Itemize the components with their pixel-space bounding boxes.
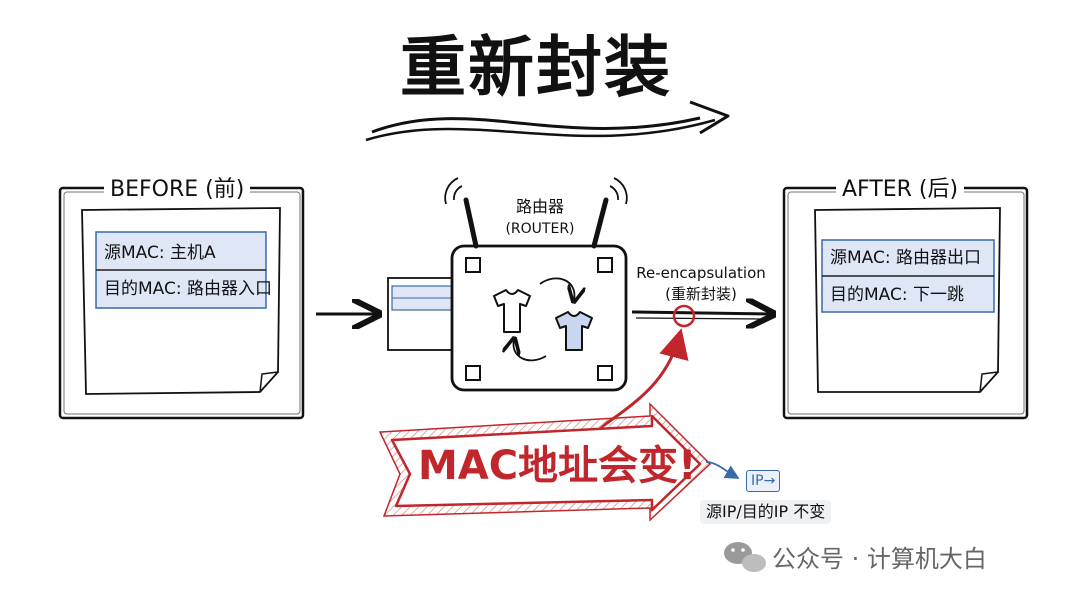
output-arrow — [631, 312, 770, 319]
swap-arrow-bottom-icon — [513, 340, 547, 362]
wechat-icon — [724, 542, 766, 572]
router-box — [450, 197, 628, 392]
ip-unchanged-note: 源IP/目的IP 不变 — [700, 500, 832, 524]
mac-change-banner — [378, 402, 712, 522]
ip-tag: IP→ — [746, 470, 781, 492]
title-swoosh-arrow — [365, 100, 730, 142]
ip-pointer-arrow — [705, 461, 740, 479]
reencapsulation-label-cn: (重新封装) — [665, 285, 737, 303]
mac-change-text: MAC地址会变! — [418, 443, 697, 489]
watermark-text: 公众号 · 计算机大白 — [772, 545, 987, 573]
highlight-circle — [672, 304, 696, 328]
after-field-dst-mac: 目的MAC: 下一跳 — [830, 285, 964, 305]
after-heading: AFTER (后) — [836, 176, 965, 204]
before-field-dst-mac: 目的MAC: 路由器入口 — [104, 279, 272, 299]
before-heading: BEFORE (前) — [104, 176, 251, 204]
page-title: 重新封装 — [400, 29, 672, 106]
router-label-cn: 路由器 — [515, 197, 564, 216]
tshirt-white-icon — [493, 289, 531, 333]
after-frame — [782, 186, 1029, 420]
swap-arrow-top-icon — [539, 277, 574, 300]
wifi-signal-icon — [444, 177, 628, 205]
tshirt-blue-icon — [555, 311, 593, 351]
router-label-en: (ROUTER) — [505, 221, 575, 237]
reencapsulation-label: Re-encapsulation — [636, 264, 766, 282]
after-field-src-mac: 源MAC: 路由器出口 — [830, 248, 981, 268]
before-field-src-mac: 源MAC: 主机A — [104, 243, 216, 263]
